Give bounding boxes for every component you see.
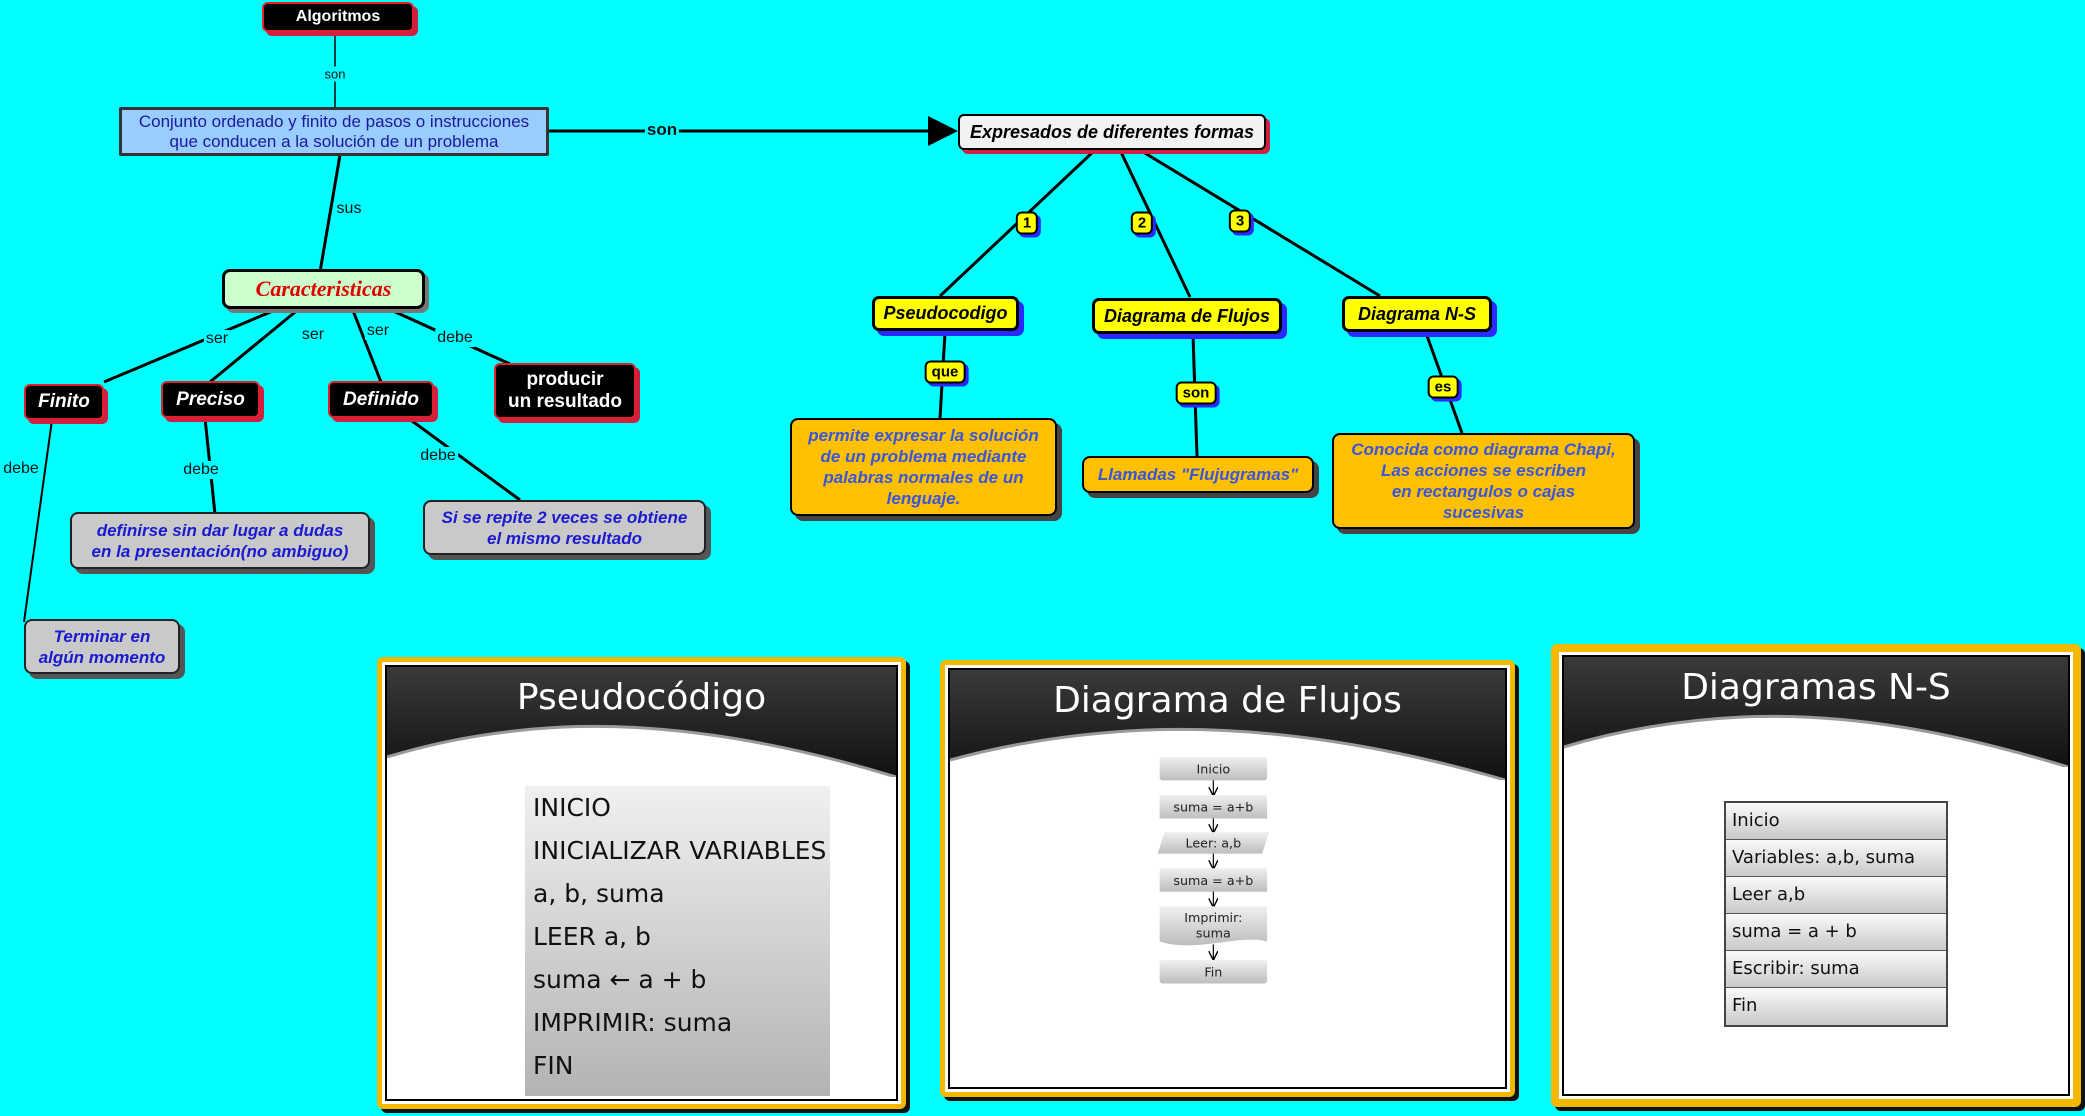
link-badge-que: que [924,360,966,384]
concept-caracteristicas[interactable]: Caracteristicas [222,269,425,309]
slide-title-pseudocodigo: Pseudocódigo [516,677,767,718]
pseudocode-line: suma ← a + b [533,965,707,994]
link-badge-3: 3 [1228,209,1252,233]
concept-no-ambiguo[interactable]: definirse sin dar lugar a dudas en la pr… [70,512,370,569]
pseudocode-line: LEER a, b [533,922,651,951]
concept-flujos-description[interactable]: Llamadas "Flujugramas" [1082,456,1314,493]
flow-end [1159,960,1268,984]
slide-title-flujos: Diagrama de Flujos [1053,680,1402,721]
concept-producir-resultado[interactable]: producir un resultado [494,363,636,419]
concept-ns-description[interactable]: Conocida como diagrama Chapi, Las accion… [1332,433,1635,529]
concept-definido[interactable]: Definido [328,381,434,418]
flow-step-text: Inicio [1197,762,1231,777]
link-label-son: son [322,66,348,82]
slide-header-background [387,667,896,777]
concept-pseudocodigo[interactable]: Pseudocodigo [872,296,1019,331]
pseudocode-line: IMPRIMIR: suma [533,1008,733,1037]
pseudocode-line: FIN [533,1051,574,1080]
flow-step-text: suma = a+b [1173,873,1253,888]
flow-step-text: Fin [1204,965,1222,980]
link-label-ser-finito: ser [203,330,231,348]
concept-preciso[interactable]: Preciso [161,381,260,418]
slide-header-background [1564,657,2068,767]
link-label-son-expressed: son [644,120,680,140]
link-label-debe-finito: debe [1,460,41,478]
concept-terminar[interactable]: Terminar en algún momento [24,619,180,674]
link-badge-es: es [1427,375,1459,399]
pseudocode-line: INICIO [533,793,611,822]
flow-input [1157,832,1270,854]
link-label-ser-preciso: ser [299,326,327,344]
link-label-debe-resultado: debe [435,329,475,347]
ns-row: Leer a,b [1726,877,1946,914]
concept-finito[interactable]: Finito [24,384,104,420]
slide-header-background [950,670,1505,780]
flow-output [1159,906,1268,946]
slide-pseudocodigo[interactable]: Pseudocódigo INICIO INICIALIZAR VARIABLE… [377,657,906,1109]
concept-expresados[interactable]: Expresados de diferentes formas [958,114,1266,150]
link-badge-2: 2 [1130,211,1154,235]
slide-title-ns: Diagramas N-S [1681,667,1951,708]
link-label-debe-definido: debe [418,447,458,465]
link-label-ser-definido: ser [364,322,392,340]
ns-row: Variables: a,b, suma [1726,840,1946,877]
flow-step-text: Leer: a,b [1186,836,1242,851]
slide-diagramas-ns[interactable]: Diagramas N-S Inicio Variables: a,b, sum… [1551,644,2081,1107]
concept-pseudo-description[interactable]: permite expresar la solución de un probl… [790,418,1057,516]
link-label-sus: sus [334,200,364,218]
flow-process [1159,868,1268,892]
concept-diagrama-ns[interactable]: Diagrama N-S [1342,296,1492,332]
pseudocode-line: INICIALIZAR VARIABLES [533,836,827,865]
link-label-debe-preciso: debe [181,461,221,479]
link-badge-son: son [1175,381,1217,405]
flow-process [1159,795,1268,819]
flow-step-text: suma = a+b [1173,800,1253,815]
flowchart: Inicio suma = a+b Leer: a,b suma = a+b I… [1157,756,1270,984]
flow-start [1159,756,1268,781]
ns-diagram: Inicio Variables: a,b, suma Leer a,b sum… [1724,801,1948,1027]
concept-diagrama-flujos[interactable]: Diagrama de Flujos [1092,298,1282,334]
ns-row: Fin [1726,988,1946,1025]
link-badge-1: 1 [1015,211,1039,235]
ns-row: suma = a + b [1726,914,1946,951]
ns-row: Inicio [1726,803,1946,840]
slide-diagrama-flujos[interactable]: Diagrama de Flujos Inicio suma = a+b [940,660,1515,1097]
concept-algoritmos[interactable]: Algoritmos [262,2,414,32]
ns-row: Escribir: suma [1726,951,1946,988]
pseudocode-line: a, b, suma [533,879,665,908]
concept-definition[interactable]: Conjunto ordenado y finito de pasos o in… [119,107,549,156]
flow-step-text: Imprimir: [1184,910,1242,925]
pseudocode-block: INICIO INICIALIZAR VARIABLES a, b, suma … [525,786,830,1096]
concept-mismo-resultado[interactable]: Si se repite 2 veces se obtiene el mismo… [423,500,706,555]
flow-step-text: suma [1196,926,1231,941]
